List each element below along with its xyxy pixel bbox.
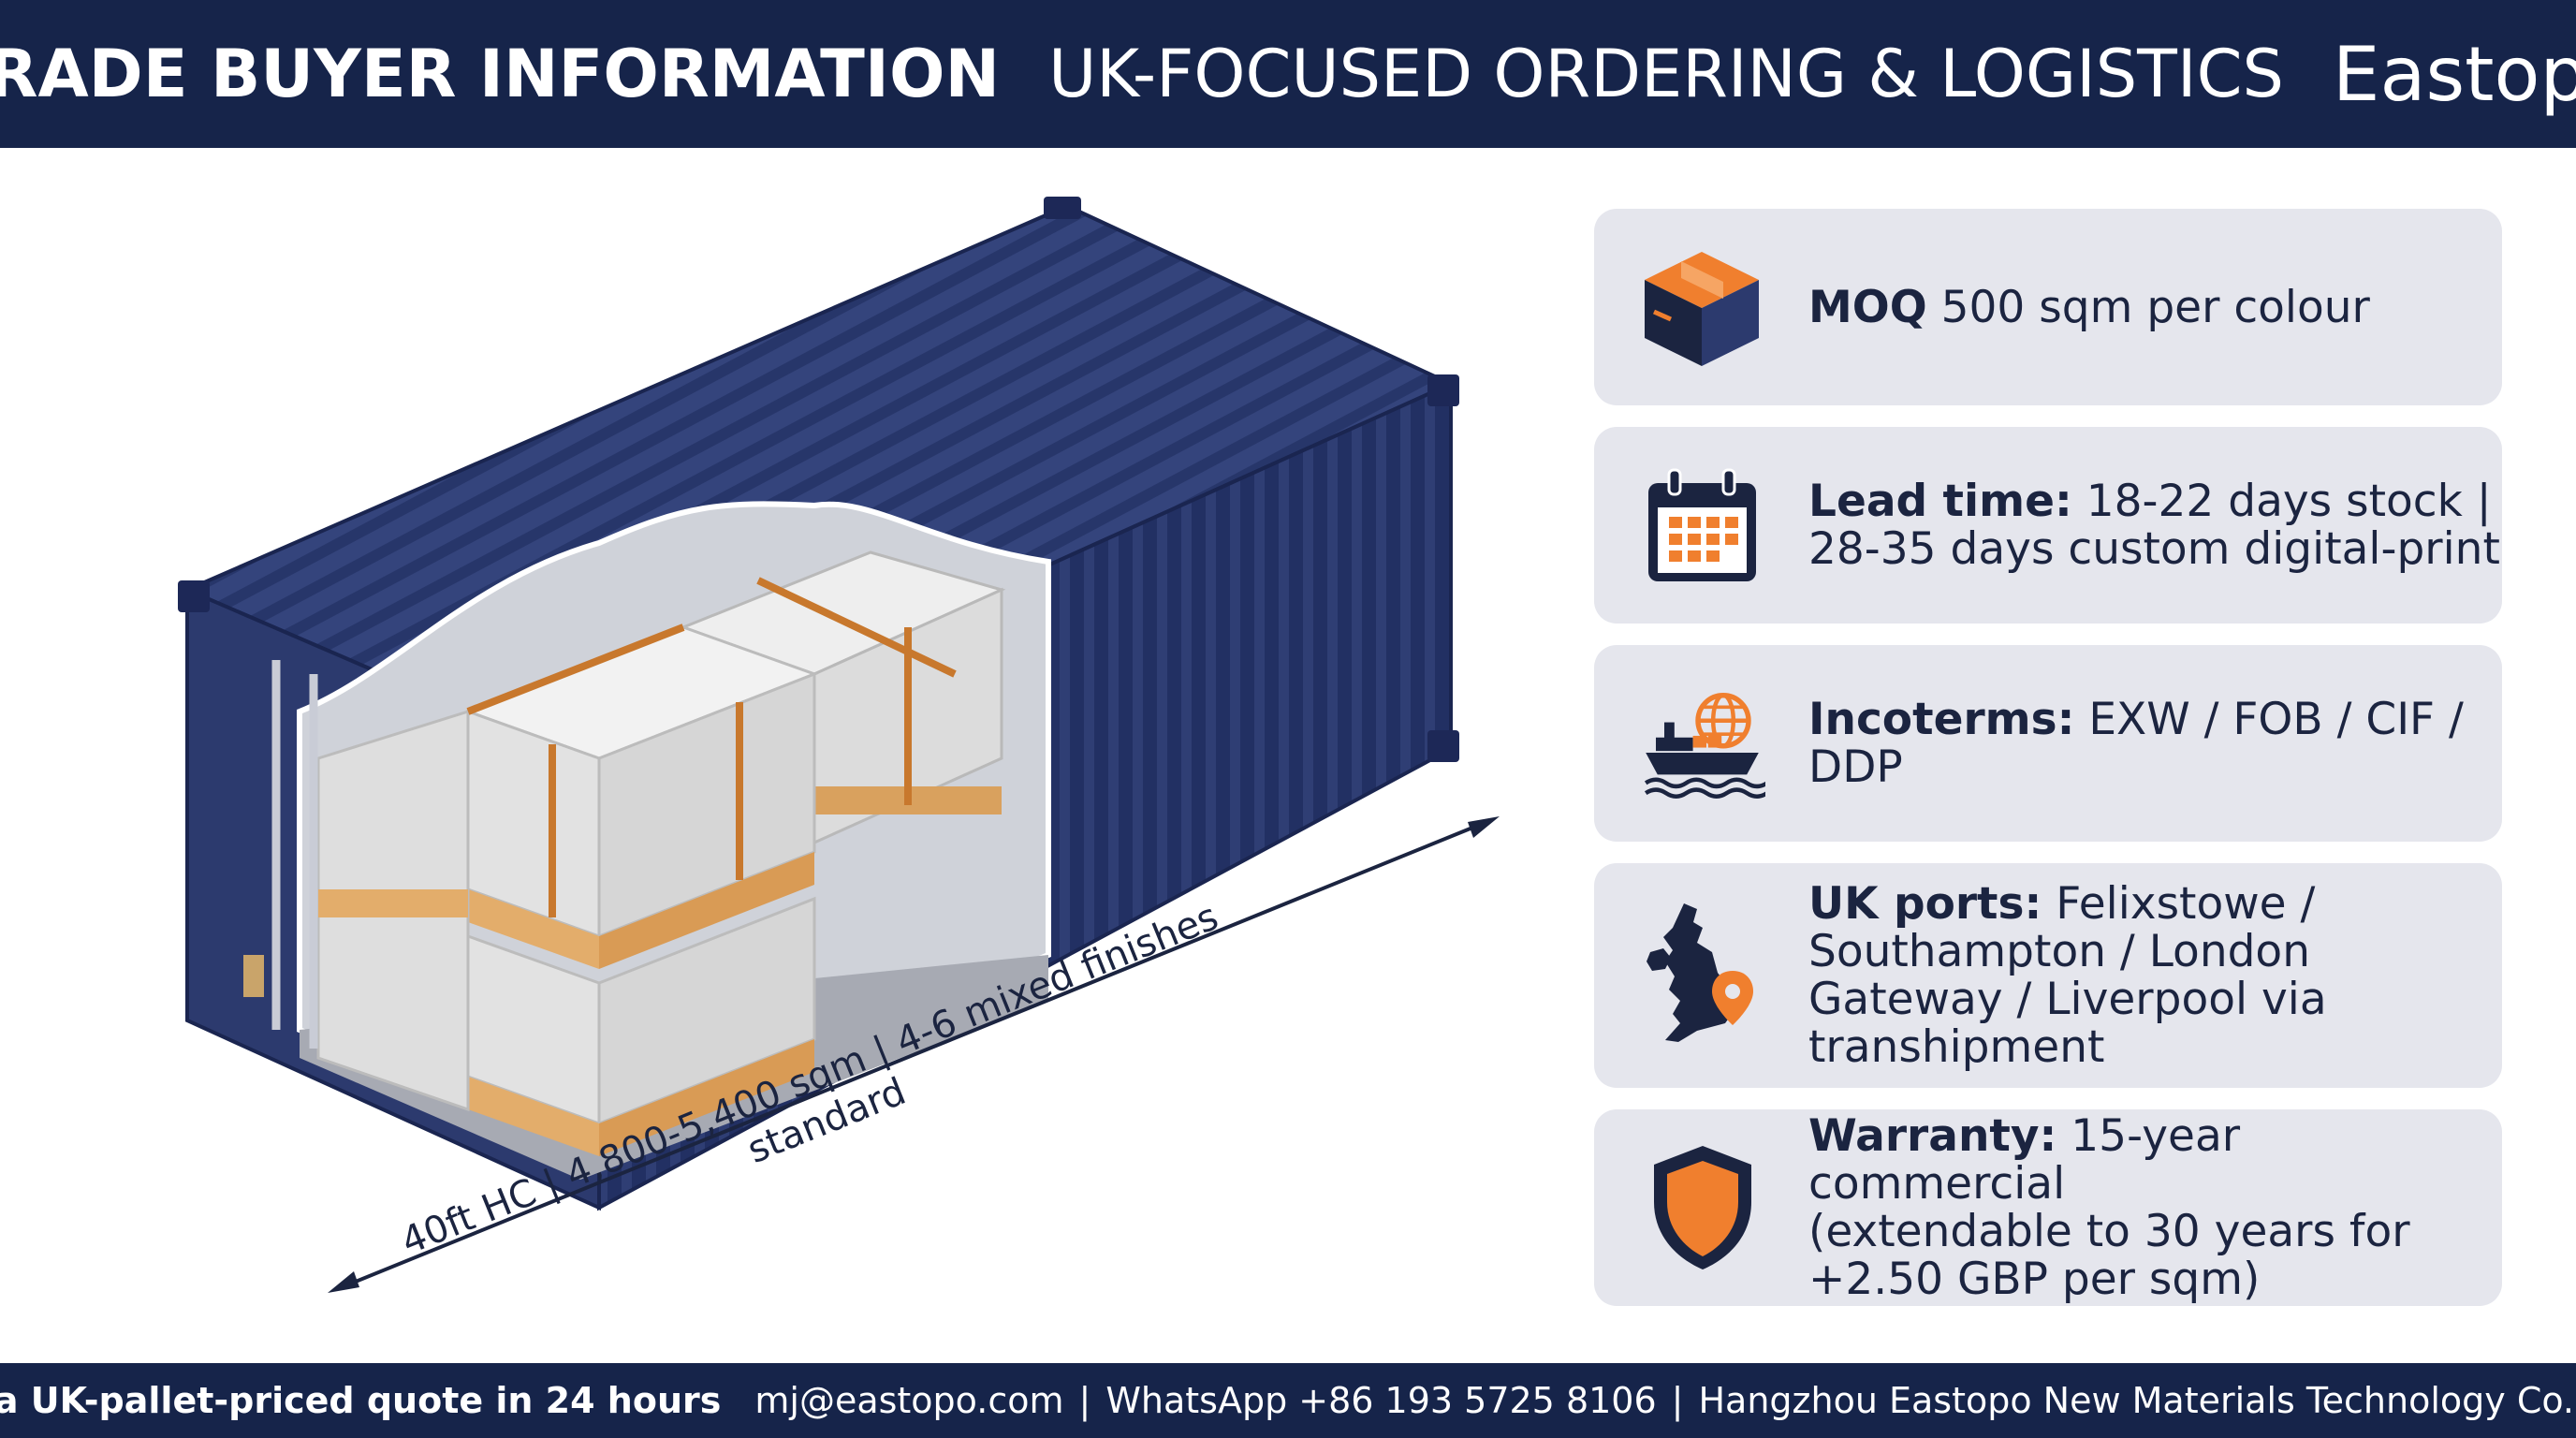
incoterms-label: Incoterms: [1808,694,2075,745]
warranty-value-2: (extendable to 30 years for [1808,1206,2410,1257]
uk-ports-value-4: transhipment [1808,1021,2105,1073]
package-box-icon [1639,242,1765,373]
brand-name: Eastopo [2332,30,2576,118]
lead-time-value-2: 28-35 days custom digital-print [1808,523,2500,575]
door-lock-bars [243,660,318,1049]
footer-separator: | [1671,1380,1684,1421]
moq-value: 500 sqm per colour [1926,281,2370,333]
footer-company: Hangzhou Eastopo New Materials Technolog… [1698,1380,2576,1421]
uk-ports-value-1: Felixstowe / [2042,878,2316,930]
header-title: TRADE BUYER INFORMATION [0,36,1001,112]
card-moq: MOQ 500 sqm per colour [1594,209,2502,405]
calendar-icon [1639,460,1765,591]
header-bar: TRADE BUYER INFORMATION UK-FOCUSED ORDER… [0,0,2576,148]
footer-separator: | [1078,1380,1091,1421]
dimension-arrow [328,816,1500,1293]
warranty-label: Warranty: [1808,1110,2057,1162]
uk-ports-label: UK ports: [1808,878,2042,930]
cargo-ship-globe-icon [1639,678,1765,809]
card-uk-ports: UK ports: Felixstowe / Southampton / Lon… [1594,863,2502,1088]
card-warranty: Warranty: 15-year commercial (extendable… [1594,1109,2502,1306]
footer-email-link[interactable]: mj@eastopo.com [754,1380,1064,1421]
corner-castings [178,197,1459,762]
card-incoterms: Incoterms: EXW / FOB / CIF / DDP [1594,645,2502,842]
card-lead-time: Lead time: 18-22 days stock | 28-35 days… [1594,427,2502,624]
lead-time-label: Lead time: [1808,476,2072,527]
footer-bar: Get a UK-pallet-priced quote in 24 hours… [0,1363,2576,1438]
uk-ports-value-3: Gateway / Liverpool via [1808,974,2327,1025]
warranty-value-1: 15-year commercial [1808,1110,2241,1210]
shipping-container-illustration: 40ft HC | 4,800-5,400 sqm | 4-6 mixed fi… [178,197,1500,1293]
moq-label: MOQ [1808,281,1927,333]
uk-map-pin-icon [1639,903,1765,1042]
footer-whatsapp[interactable]: WhatsApp +86 193 5725 8106 [1105,1380,1657,1421]
footer-cta: Get a UK-pallet-priced quote in 24 hours [0,1380,722,1421]
warranty-value-3: +2.50 GBP per sqm) [1808,1254,2261,1305]
header-subtitle: UK-FOCUSED ORDERING & LOGISTICS [1048,36,2284,112]
tile-stacks [316,550,1006,1156]
shield-icon [1639,1142,1765,1273]
uk-ports-value-2: Southampton / London [1808,926,2310,977]
lead-time-value-1: 18-22 days stock | [2071,476,2492,527]
incoterms-value: EXW / FOB / CIF / DDP [1808,694,2464,793]
